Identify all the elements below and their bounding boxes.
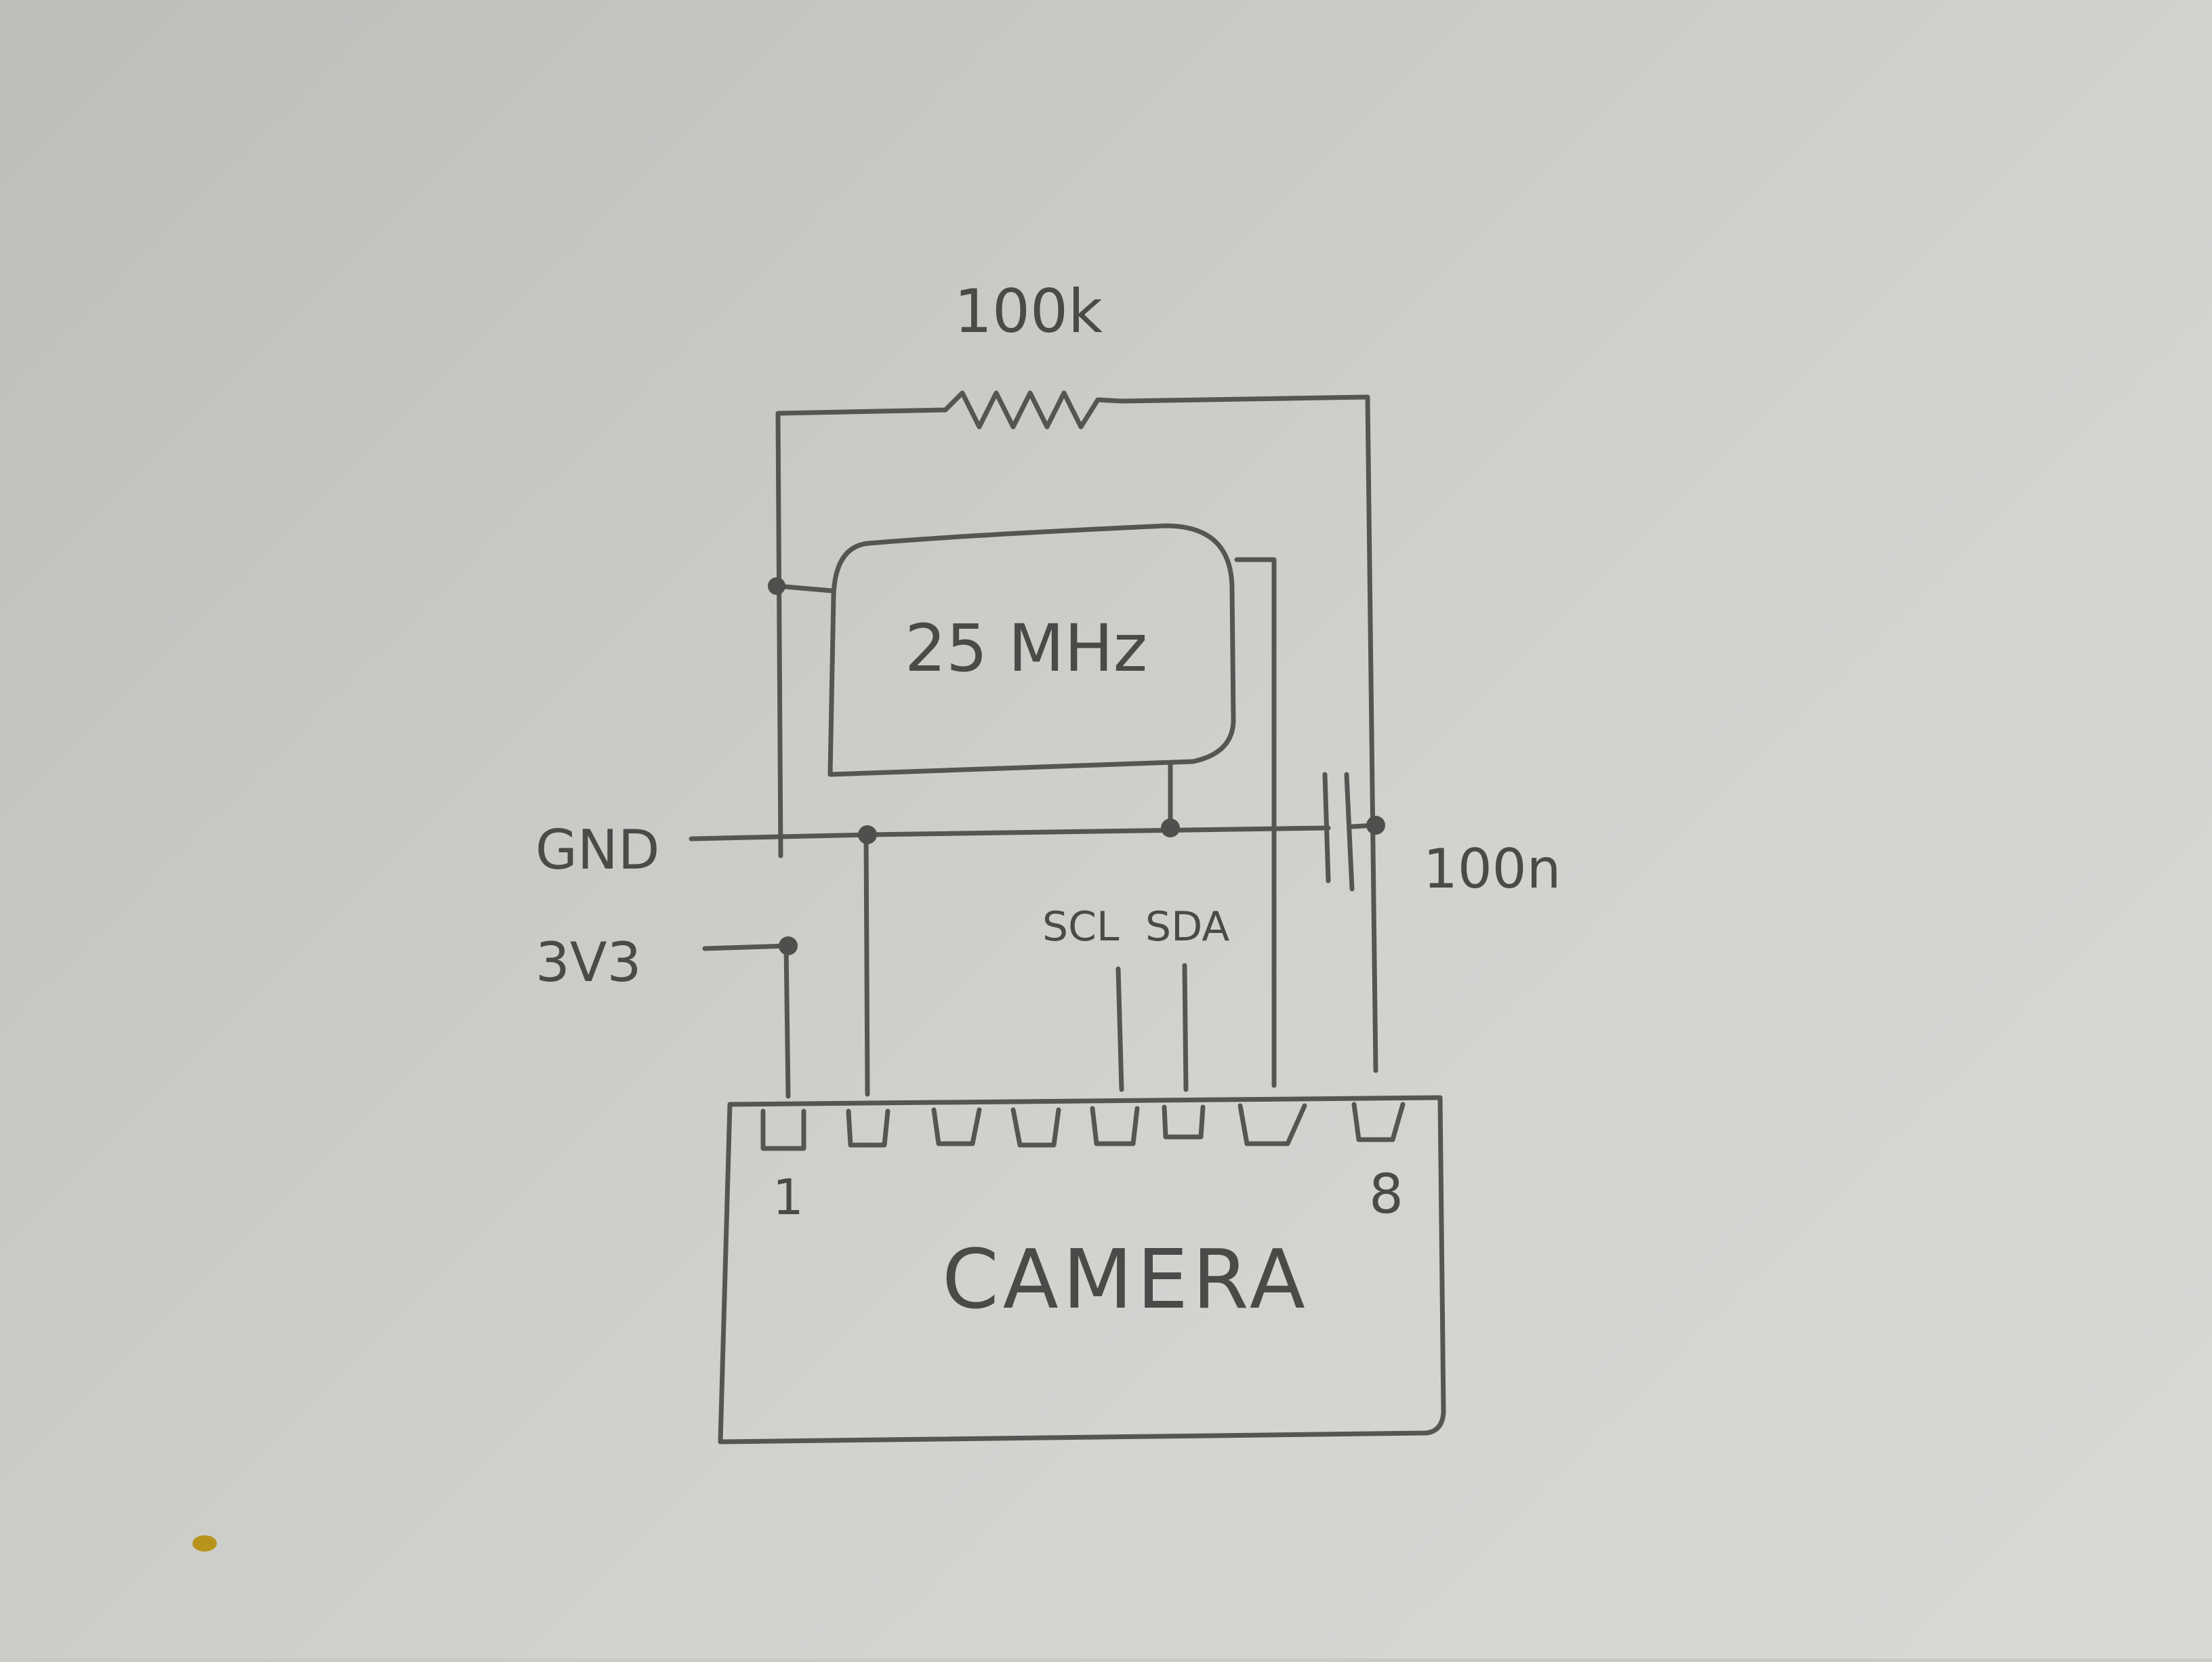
capacitor-plate-right <box>1344 772 1355 892</box>
camera-pin <box>760 1108 806 1151</box>
gnd-rail <box>689 825 1331 842</box>
supply-label: 3V3 <box>535 931 642 994</box>
resistor-label: 100k <box>954 276 1103 346</box>
camera-pin <box>931 1107 982 1146</box>
oscillator-output-wire <box>1234 557 1277 1088</box>
junction-gnd-pin2 <box>858 825 877 844</box>
scl-wire <box>1115 966 1124 1092</box>
pin2-gnd-wire <box>863 832 870 1097</box>
camera-pin <box>1010 1107 1061 1148</box>
camera-pin <box>1237 1103 1307 1146</box>
pencil-smudge <box>192 1535 217 1552</box>
gnd-label: GND <box>535 818 659 881</box>
camera-label: CAMERA <box>942 1233 1309 1327</box>
camera-box <box>718 1095 1446 1445</box>
junction-capacitor <box>1366 816 1385 835</box>
pin1-wire <box>783 942 791 1099</box>
supply-wire <box>702 943 791 951</box>
scl-label: SCL <box>1042 903 1120 951</box>
junction-oscillator-supply <box>768 577 785 595</box>
junction-3v3 <box>779 936 798 955</box>
junction-gnd-oscillator <box>1161 818 1180 837</box>
resistor-wire <box>775 390 1378 1073</box>
camera-pin <box>846 1108 890 1148</box>
capacitor-label: 100n <box>1423 837 1561 900</box>
capacitor-plate-left <box>1322 772 1331 884</box>
camera-pins <box>760 1102 1406 1151</box>
oscillator-label: 25 MHz <box>905 610 1147 686</box>
camera-pin <box>1351 1102 1406 1142</box>
camera-pin <box>1090 1106 1140 1146</box>
sda-wire <box>1182 963 1189 1092</box>
pin-last-label: 8 <box>1369 1163 1404 1226</box>
oscillator-box <box>827 523 1236 777</box>
sda-label: SDA <box>1145 903 1229 951</box>
oscillator-supply-wire <box>775 583 835 594</box>
camera-pin <box>1162 1104 1206 1140</box>
pin-first-label: 1 <box>773 1169 804 1226</box>
